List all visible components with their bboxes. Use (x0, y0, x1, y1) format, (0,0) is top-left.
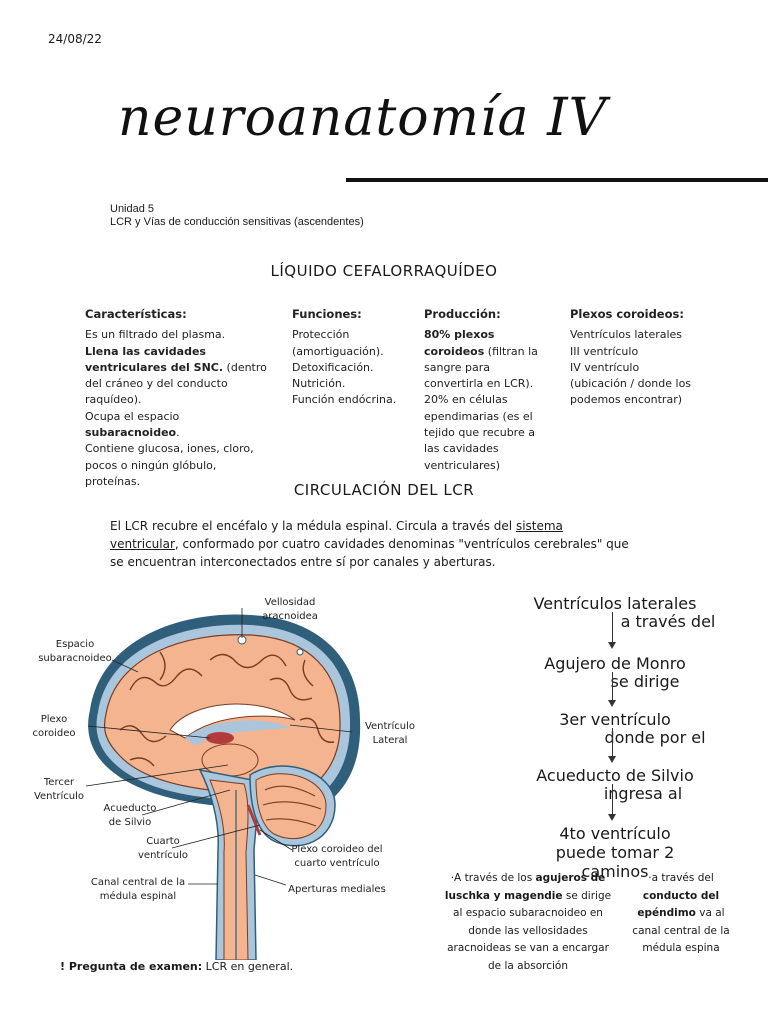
thalamus (201, 743, 259, 777)
list-item: III ventrículo (570, 344, 639, 358)
column-text: Contiene glucosa, iones, cloro, pocos o … (85, 442, 254, 488)
flow-connector: puede tomar 2 caminos (555, 843, 675, 881)
flow-connector: ingresa al (603, 784, 683, 803)
list-item: Detoxificación. (292, 360, 374, 374)
list-item: IV ventrículo (570, 360, 640, 374)
column-funciones: Funciones: Protección (amortiguación). D… (292, 306, 412, 409)
label-espacio-subaracnoideo: Espacio subaracnoideo (38, 639, 112, 664)
column-text: Es un filtrado del plasma. (85, 328, 226, 342)
brain-sagittal-diagram (85, 608, 361, 960)
exam-note: ! Pregunta de examen: LCR en general. (60, 960, 294, 973)
section-heading-circulacion: CIRCULACIÓN DEL LCR (293, 481, 475, 499)
lateral-ventricle (169, 703, 296, 739)
label-aperturas-mediales: Aperturas mediales (288, 884, 386, 895)
page-title: neuroanatomía IV (118, 88, 608, 148)
flow-connector: donde por el (604, 728, 706, 747)
label-plexo-cuarto: Plexo coroideo del cuarto ventrículo (291, 844, 383, 869)
choroid-plexus (206, 732, 234, 744)
flow-node: 4to ventrículo (559, 824, 671, 843)
label-acueducto: Acueducto de Silvio (103, 803, 157, 828)
column-text: 80% plexos coroideos (filtran la sangre … (424, 328, 538, 472)
flow-node: Agujero de Monro (544, 654, 686, 673)
unit-topic: LCR y Vías de conducción sensitivas (asc… (110, 216, 364, 228)
label-tercer-ventriculo: Tercer Ventrículo (33, 777, 85, 802)
label-plexo-coroideo: Plexo coroideo (32, 714, 76, 739)
column-produccion: Producción: 80% plexos coroideos (filtra… (424, 306, 550, 474)
column-heading: Características: (85, 307, 187, 321)
label-canal-central: Canal central de la médula espinal (90, 877, 186, 902)
branch-conducto-ependimo: ·a través del conducto del epéndimo va a… (632, 872, 730, 954)
unit-number: Unidad 5 (110, 203, 155, 215)
column-heading: Plexos coroideos: (570, 307, 684, 321)
list-item: Ventrículos laterales (570, 328, 683, 342)
branch-luschka-magendie: ·A través de los agujeros de luschka y m… (444, 872, 612, 972)
flow-node: Acueducto de Silvio (536, 766, 694, 785)
unit-info: Unidad 5 LCR y Vías de conducción sensit… (110, 203, 364, 229)
label-vellosidad: Vellosidad aracnoidea (262, 597, 318, 622)
list-item: Función endócrina. (292, 393, 397, 407)
flow-connector: a través del (620, 612, 716, 631)
list-item: (ubicación / donde los podemos encontrar… (570, 377, 692, 407)
flow-connector: se dirige (610, 672, 680, 691)
column-heading: Producción: (424, 307, 501, 321)
column-plexos: Plexos coroideos: Ventrículos laterales … (570, 306, 700, 409)
section-heading-lcr: LÍQUIDO CEFALORRAQUÍDEO (270, 262, 498, 280)
label-cuarto-ventriculo: Cuarto ventrículo (138, 836, 188, 861)
list-item: Protección (amortiguación). (292, 328, 384, 358)
list-item: Nutrición. (292, 377, 346, 391)
column-text: Llena las cavidades ventriculares del SN… (85, 344, 267, 407)
flow-node: 3er ventrículo (559, 710, 671, 729)
label-ventriculo-lateral: Ventrículo Lateral (364, 721, 416, 746)
note-date: 24/08/22 (48, 32, 102, 46)
column-text: Ocupa el espacio subaracnoideo. (85, 409, 180, 440)
title-underline (346, 178, 768, 182)
flow-node: Ventrículos laterales (533, 594, 697, 613)
column-caracteristicas: Características: Es un filtrado del plas… (85, 306, 270, 490)
intro-paragraph: El LCR recubre el encéfalo y la médula e… (110, 519, 629, 569)
fourth-ventricle-plexus (246, 804, 262, 836)
column-heading: Funciones: (292, 307, 362, 321)
